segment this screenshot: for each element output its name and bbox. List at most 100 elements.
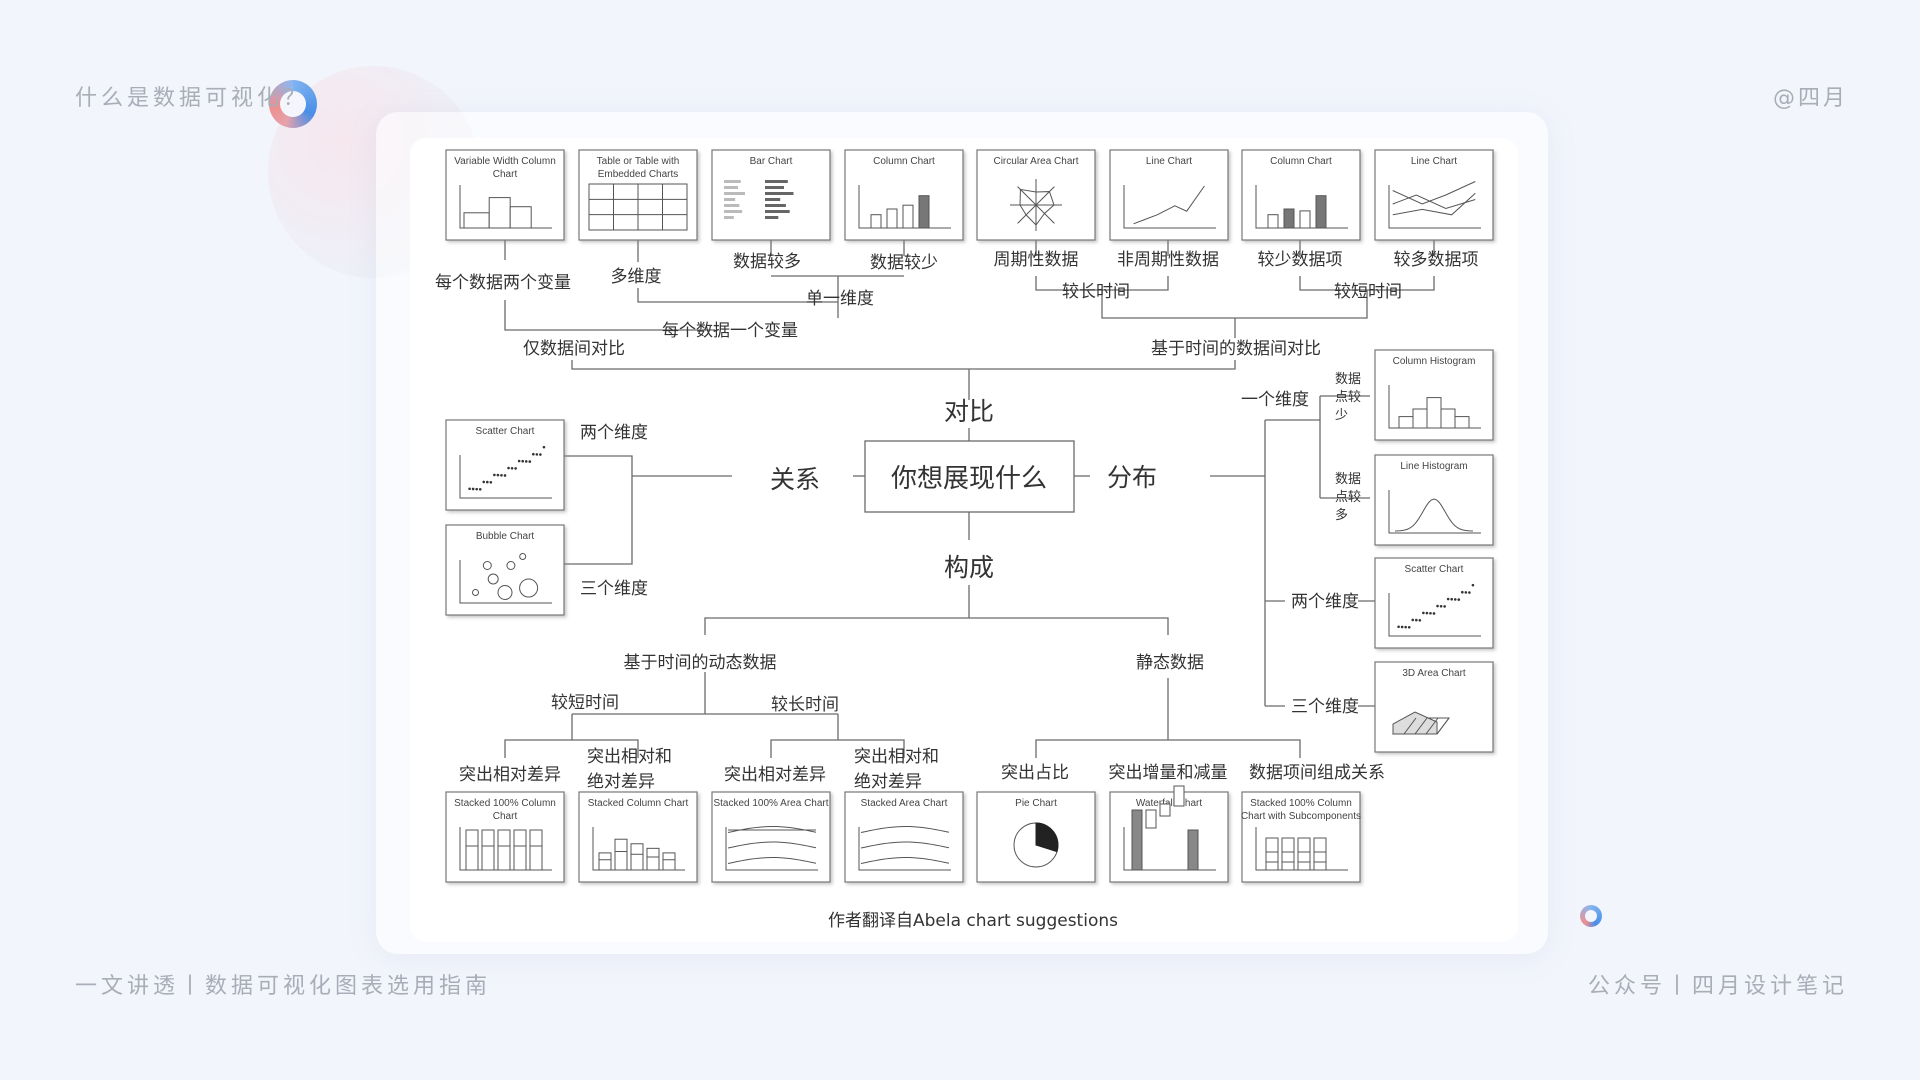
footer-subtitle: 一文讲透丨数据可视化图表选用指南 bbox=[75, 974, 492, 999]
branch-relation: 关系 bbox=[770, 465, 820, 494]
label-rel_diff_2: 突出相对差异 bbox=[724, 765, 826, 785]
chart-card-title: Line Chart bbox=[1411, 156, 1457, 167]
chart-thumbnail bbox=[1123, 785, 1216, 871]
chart-thumbnail bbox=[1392, 711, 1450, 735]
label-subcomp: 数据项间组成关系 bbox=[1249, 763, 1385, 783]
chart-card-scatter-rel: Scatter Chart bbox=[445, 419, 565, 511]
chart-card-column-hist: Column Histogram bbox=[1374, 349, 1494, 441]
chart-card-pie: Pie Chart bbox=[976, 791, 1096, 883]
label-dist_few: 数据点较少 bbox=[1335, 372, 1361, 423]
label-rel_diff_1: 突出相对差异 bbox=[459, 765, 561, 785]
author-tag: @四月 bbox=[1772, 86, 1848, 111]
label-rel_abs_2: 突出相对和绝对差异 bbox=[854, 747, 939, 792]
chart-thumbnail bbox=[1010, 179, 1062, 231]
label-only_between_items: 仅数据间对比 bbox=[523, 339, 625, 359]
footer-account: 公众号丨四月设计笔记 bbox=[1587, 974, 1848, 999]
label-dist_two_dim: 两个维度 bbox=[1291, 592, 1359, 612]
label-single_dim: 单一维度 bbox=[806, 289, 874, 309]
chart-card-title: Line Histogram bbox=[1400, 461, 1467, 472]
label-dist_three_dim: 三个维度 bbox=[1291, 697, 1359, 717]
chart-card-title: 3D Area Chart bbox=[1402, 668, 1466, 679]
chart-thumbnail bbox=[459, 445, 552, 499]
chart-card-title: Scatter Chart bbox=[1405, 564, 1464, 575]
label-comp_long: 较长时间 bbox=[771, 695, 839, 715]
chart-card-line2: Line Chart bbox=[1374, 149, 1494, 241]
branch-composition: 构成 bbox=[944, 553, 994, 582]
label-rel_three_dim: 三个维度 bbox=[580, 579, 648, 599]
chart-thumbnail bbox=[858, 826, 951, 871]
label-share: 突出占比 bbox=[1001, 763, 1069, 783]
ring-icon bbox=[269, 80, 317, 128]
chart-thumbnail bbox=[1255, 827, 1348, 871]
chart-card-title: Column Chart bbox=[1270, 156, 1332, 167]
chart-card-title: Bubble Chart bbox=[476, 531, 535, 542]
small-ring-icon bbox=[1580, 905, 1602, 927]
label-dist_many: 数据点较多 bbox=[1335, 472, 1361, 523]
label-static: 静态数据 bbox=[1136, 653, 1204, 673]
chart-card-title: Stacked 100% Area Chart bbox=[713, 798, 828, 809]
center-question: 你想展现什么 bbox=[891, 464, 1047, 494]
chart-thumbnail bbox=[724, 180, 794, 219]
chart-card-title: Circular Area Chart bbox=[993, 156, 1078, 167]
label-many_points: 较多数据项 bbox=[1394, 250, 1479, 270]
chart-card-column1: Column Chart bbox=[844, 149, 964, 241]
chart-card-stacked-area: Stacked Area Chart bbox=[844, 791, 964, 883]
chart-thumbnail bbox=[459, 185, 552, 229]
chart-thumbnail bbox=[459, 827, 552, 871]
chart-thumbnail bbox=[1388, 490, 1481, 534]
chart-thumbnail bbox=[725, 826, 818, 871]
label-rel_two_dim: 两个维度 bbox=[580, 423, 648, 443]
chart-card-circular-area: Circular Area Chart bbox=[976, 149, 1096, 241]
branch-compare: 对比 bbox=[944, 397, 994, 426]
chart-card-waterfall: Waterfall Chart bbox=[1109, 785, 1229, 883]
chart-card-title: Stacked Area Chart bbox=[861, 798, 948, 809]
label-non_cyclic: 非周期性数据 bbox=[1117, 250, 1219, 270]
label-time_based: 基于时间的数据间对比 bbox=[1151, 339, 1321, 359]
chart-card-stacked100-area: Stacked 100% Area Chart bbox=[711, 791, 831, 883]
label-few_points: 较少数据项 bbox=[1258, 250, 1343, 270]
page-title: 什么是数据可视化？ bbox=[75, 86, 310, 111]
chart-card-bubble: Bubble Chart bbox=[445, 524, 565, 616]
chart-card-stacked-col: Stacked Column Chart bbox=[578, 791, 698, 883]
chart-card-line-hist: Line Histogram bbox=[1374, 454, 1494, 546]
label-cyclic: 周期性数据 bbox=[994, 250, 1079, 270]
chart-thumbnail bbox=[459, 553, 552, 604]
chart-card-title: Scatter Chart bbox=[476, 426, 535, 437]
chart-thumbnail bbox=[1388, 181, 1481, 229]
chart-thumbnail bbox=[1255, 185, 1348, 229]
label-incdec: 突出增量和减量 bbox=[1109, 763, 1228, 783]
chart-thumbnail bbox=[588, 183, 688, 231]
chart-card-line1: Line Chart bbox=[1109, 149, 1229, 241]
label-long_time: 较长时间 bbox=[1062, 282, 1130, 302]
chart-card-title: Line Chart bbox=[1146, 156, 1192, 167]
chart-card-area3d: 3D Area Chart bbox=[1374, 661, 1494, 753]
chart-card-title: Bar Chart bbox=[750, 156, 793, 167]
chart-card-column2: Column Chart bbox=[1241, 149, 1361, 241]
label-few_items: 数据较少 bbox=[870, 253, 938, 273]
chart-card-bar: Bar Chart bbox=[711, 149, 831, 241]
chart-card-scatter-dist: Scatter Chart bbox=[1374, 557, 1494, 649]
source-caption: 作者翻译自Abela chart suggestions bbox=[828, 911, 1118, 931]
label-one_var_per_item: 每个数据一个变量 bbox=[662, 321, 798, 341]
label-comp_short: 较短时间 bbox=[551, 693, 619, 713]
chart-thumbnail bbox=[1388, 385, 1481, 429]
chart-thumbnail bbox=[592, 827, 685, 871]
label-rel_abs_1: 突出相对和绝对差异 bbox=[587, 747, 672, 792]
label-dynamic: 基于时间的动态数据 bbox=[624, 653, 777, 673]
label-one_dim: 一个维度 bbox=[1241, 390, 1309, 410]
chart-thumbnail bbox=[1013, 822, 1059, 868]
chart-thumbnail bbox=[1388, 583, 1481, 637]
chart-card-title: Column Chart bbox=[873, 156, 935, 167]
chart-thumbnail bbox=[1123, 185, 1216, 229]
label-multi_dim: 多维度 bbox=[611, 267, 662, 287]
chart-thumbnail bbox=[858, 185, 951, 229]
